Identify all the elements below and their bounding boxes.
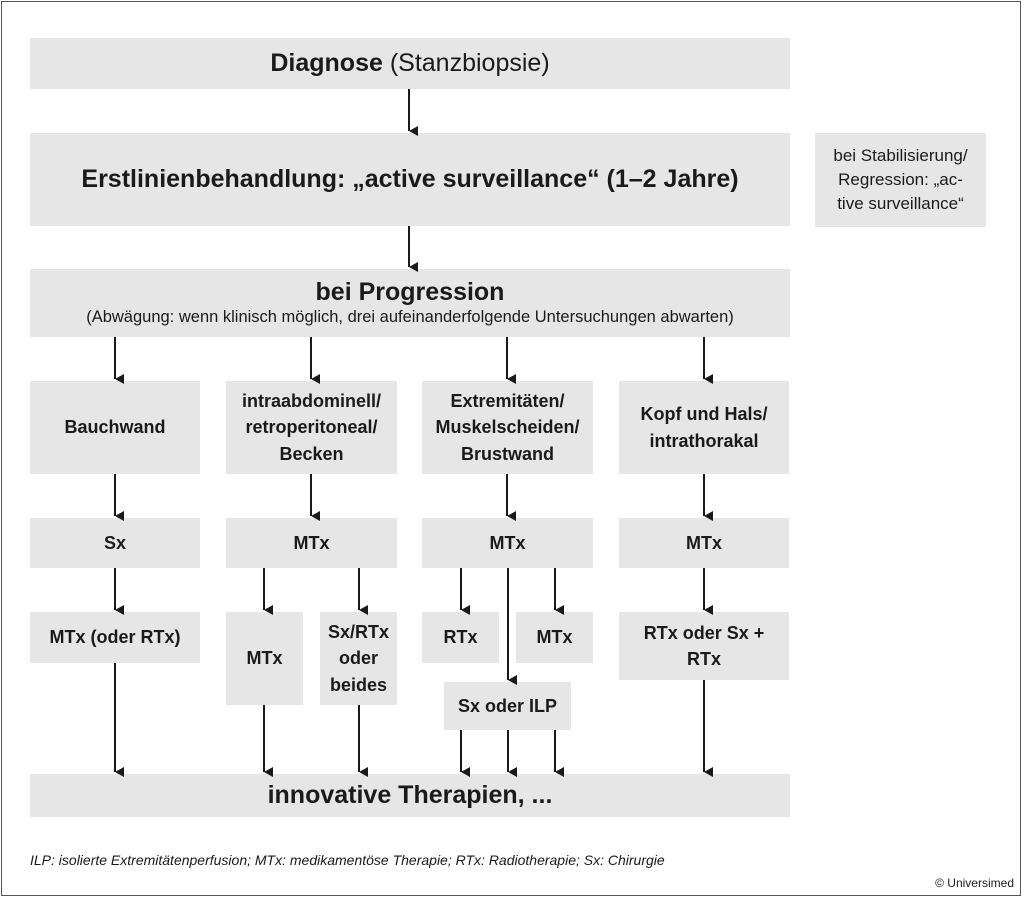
- step2-bauchwand: Sx: [30, 518, 200, 568]
- step3-intra-mtx: MTx: [226, 612, 303, 705]
- step2-label: MTx: [293, 532, 330, 553]
- footnote: ILP: isolierte Extremitätenperfusion; MT…: [30, 852, 665, 868]
- location-label: Bauchwand: [64, 417, 166, 438]
- step3-label: Sx/RTx: [327, 622, 390, 643]
- copyright: © Universimed: [935, 876, 1014, 890]
- location-label: Extremitäten/: [450, 391, 565, 412]
- diagnose-method: (Stanzbiopsie): [382, 49, 550, 77]
- first-line-label: Erstlinienbehandlung: „active surveillan…: [81, 165, 739, 193]
- step2-intraabdominell: MTx: [226, 518, 397, 568]
- step3-label: MTx: [536, 627, 573, 648]
- first-line-box: Erstlinienbehandlung: „active surveillan…: [30, 133, 790, 226]
- step3-label: RTx: [686, 649, 721, 669]
- location-label: Brustwand: [460, 443, 554, 464]
- step2-label: Sx: [103, 532, 127, 553]
- side-note-box: bei Stabilisierung/ Regression: „ac- tiv…: [815, 133, 986, 227]
- step3-extr-rtx: RTx: [422, 612, 499, 663]
- progression-box: bei Progression (Abwägung: wenn klinisch…: [30, 269, 790, 337]
- step3-intra-sx: Sx/RTx oder beides: [320, 612, 397, 705]
- innovative-label: innovative Therapien, ...: [267, 781, 553, 809]
- step3-label: MTx (oder RTx): [49, 627, 181, 648]
- step2-extremitaeten: MTx: [422, 518, 593, 568]
- step2-label: MTx: [489, 532, 526, 553]
- step3-label: RTx oder Sx +: [643, 622, 765, 643]
- side-note-line: bei Stabilisierung/: [833, 146, 968, 166]
- location-label: Becken: [279, 443, 344, 464]
- diagnose-box: Diagnose (Stanzbiopsie): [30, 38, 790, 89]
- location-intraabdominell: intraabdominell/ retroperitoneal/ Becken: [226, 381, 397, 474]
- step2-label: MTx: [686, 532, 722, 553]
- step3-label: Sx oder ILP: [457, 695, 558, 716]
- progression-subtitle: (Abwägung: wenn klinisch möglich, drei a…: [86, 308, 734, 327]
- location-label: Muskelscheiden/: [435, 417, 580, 438]
- location-kopf: Kopf und Hals/ intrathorakal: [619, 381, 789, 474]
- step3-kopf: RTx oder Sx + RTx: [619, 612, 789, 680]
- step2-kopf: MTx: [619, 518, 789, 568]
- step3-label: RTx: [443, 627, 478, 648]
- step3-label: beides: [329, 674, 388, 695]
- side-note-line: Regression: „ac-: [838, 170, 963, 190]
- location-label: intrathorakal: [649, 430, 759, 451]
- progression-title: bei Progression: [315, 278, 505, 307]
- step3-label: MTx: [246, 648, 283, 669]
- step3-bauchwand: MTx (oder RTx): [30, 612, 200, 663]
- step3-label: oder: [338, 648, 378, 669]
- location-label: Kopf und Hals/: [640, 404, 768, 425]
- location-label: intraabdominell/: [241, 391, 382, 412]
- diagnose-label: Diagnose: [270, 49, 383, 77]
- step3-extr-sx: Sx oder ILP: [444, 682, 571, 730]
- step3-extr-mtx: MTx: [516, 612, 593, 663]
- location-extremitaeten: Extremitäten/ Muskelscheiden/ Brustwand: [422, 381, 593, 474]
- location-label: retroperitoneal/: [245, 417, 378, 438]
- side-note-line: tive surveillance“: [837, 193, 964, 213]
- innovative-box: innovative Therapien, ...: [30, 774, 790, 817]
- location-bauchwand: Bauchwand: [30, 381, 200, 474]
